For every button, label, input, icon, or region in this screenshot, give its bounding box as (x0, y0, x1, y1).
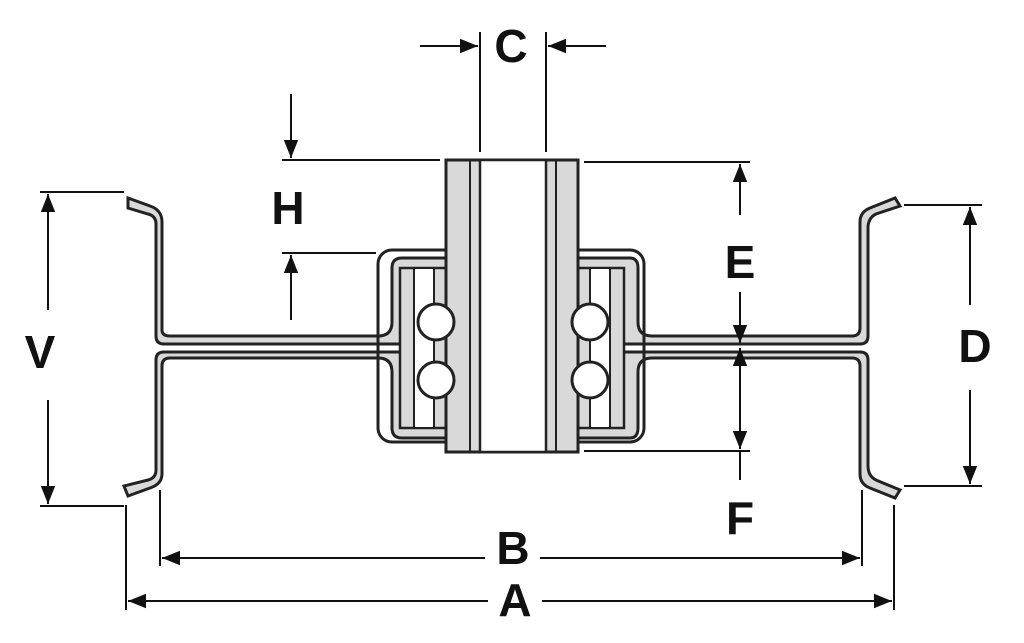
label-h: H (271, 182, 304, 234)
bearing-balls (416, 302, 610, 400)
label-b: B (496, 522, 529, 574)
label-e: E (725, 236, 756, 288)
ball (570, 302, 610, 342)
ball (416, 302, 456, 342)
label-v: V (25, 326, 56, 378)
dimension-v: V (25, 191, 124, 507)
label-f: F (726, 492, 754, 544)
label-d: D (958, 320, 991, 372)
dimension-d: D (904, 204, 992, 487)
dimension-e-f: E F (584, 161, 756, 544)
dimension-h: H (271, 94, 440, 320)
hub (444, 158, 580, 454)
ball (570, 360, 610, 400)
dimension-b: B (159, 490, 863, 574)
label-a: A (498, 574, 531, 626)
ball (416, 360, 456, 400)
dimension-c: C (420, 20, 606, 152)
label-c: C (494, 20, 527, 72)
dimension-a: A (125, 505, 895, 626)
hub-bore (478, 158, 548, 454)
